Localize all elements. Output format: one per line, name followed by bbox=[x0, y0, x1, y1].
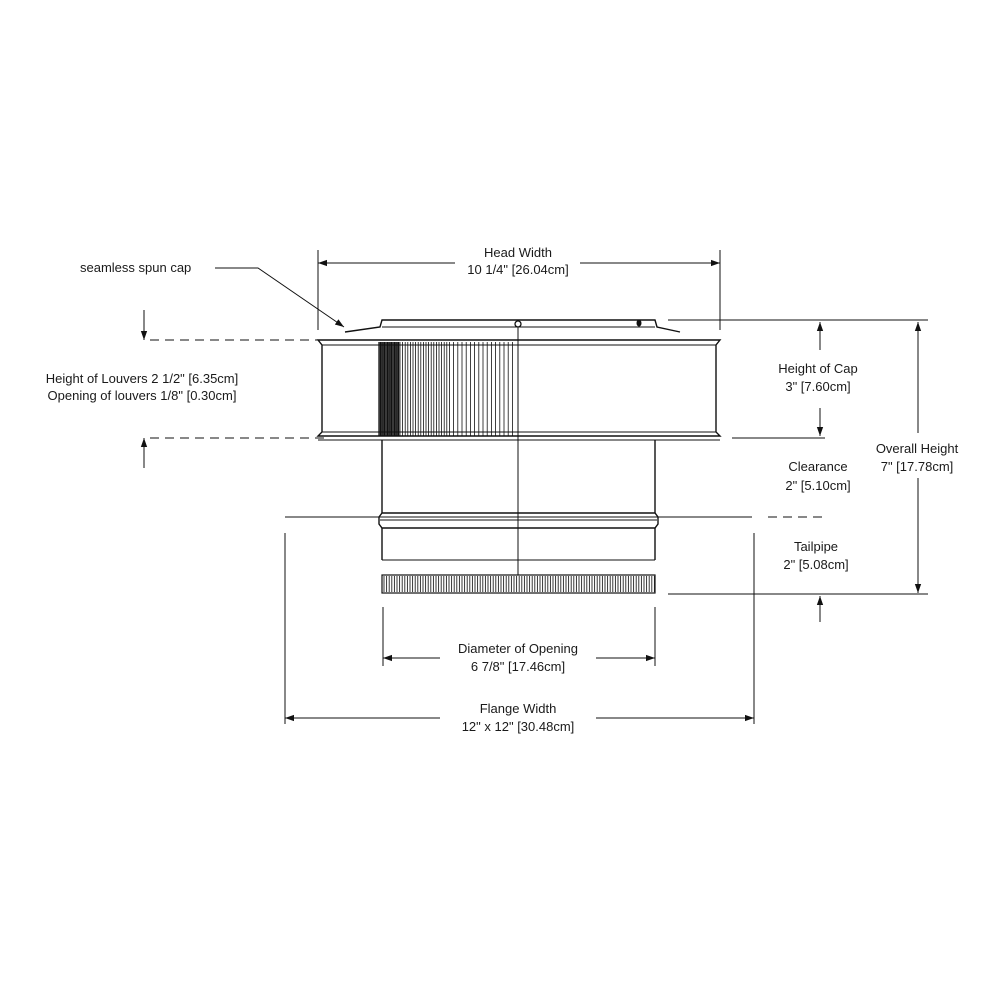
tailpipe-title: Tailpipe bbox=[794, 539, 838, 554]
cap-height-value: 3" [7.60cm] bbox=[785, 379, 850, 394]
opening-diameter-title: Diameter of Opening bbox=[458, 641, 578, 656]
tailpipe-value: 2" [5.08cm] bbox=[783, 557, 848, 572]
cap-head bbox=[316, 319, 722, 441]
louvers-height-label: Height of Louvers 2 1/2" [6.35cm] bbox=[46, 371, 239, 386]
overall-height-title: Overall Height bbox=[876, 441, 959, 456]
tailpipe bbox=[378, 440, 659, 594]
cap-height-title: Height of Cap bbox=[778, 361, 858, 376]
clearance-title: Clearance bbox=[788, 459, 847, 474]
head-width-title: Head Width bbox=[484, 245, 552, 260]
seamless-cap-label: seamless spun cap bbox=[80, 260, 191, 275]
flange-width-value: 12" x 12" [30.48cm] bbox=[462, 719, 575, 734]
rivet-icon bbox=[514, 320, 522, 328]
head-width-value: 10 1/4" [26.04cm] bbox=[467, 262, 568, 277]
rivet-icon bbox=[636, 319, 642, 327]
flange-width-title: Flange Width bbox=[480, 701, 557, 716]
overall-height-value: 7" [17.78cm] bbox=[881, 459, 954, 474]
opening-diameter-value: 6 7/8" [17.46cm] bbox=[471, 659, 565, 674]
clearance-value: 2" [5.10cm] bbox=[785, 478, 850, 493]
louvers-opening-label: Opening of louvers 1/8" [0.30cm] bbox=[48, 388, 237, 403]
louver-slats bbox=[378, 342, 513, 436]
